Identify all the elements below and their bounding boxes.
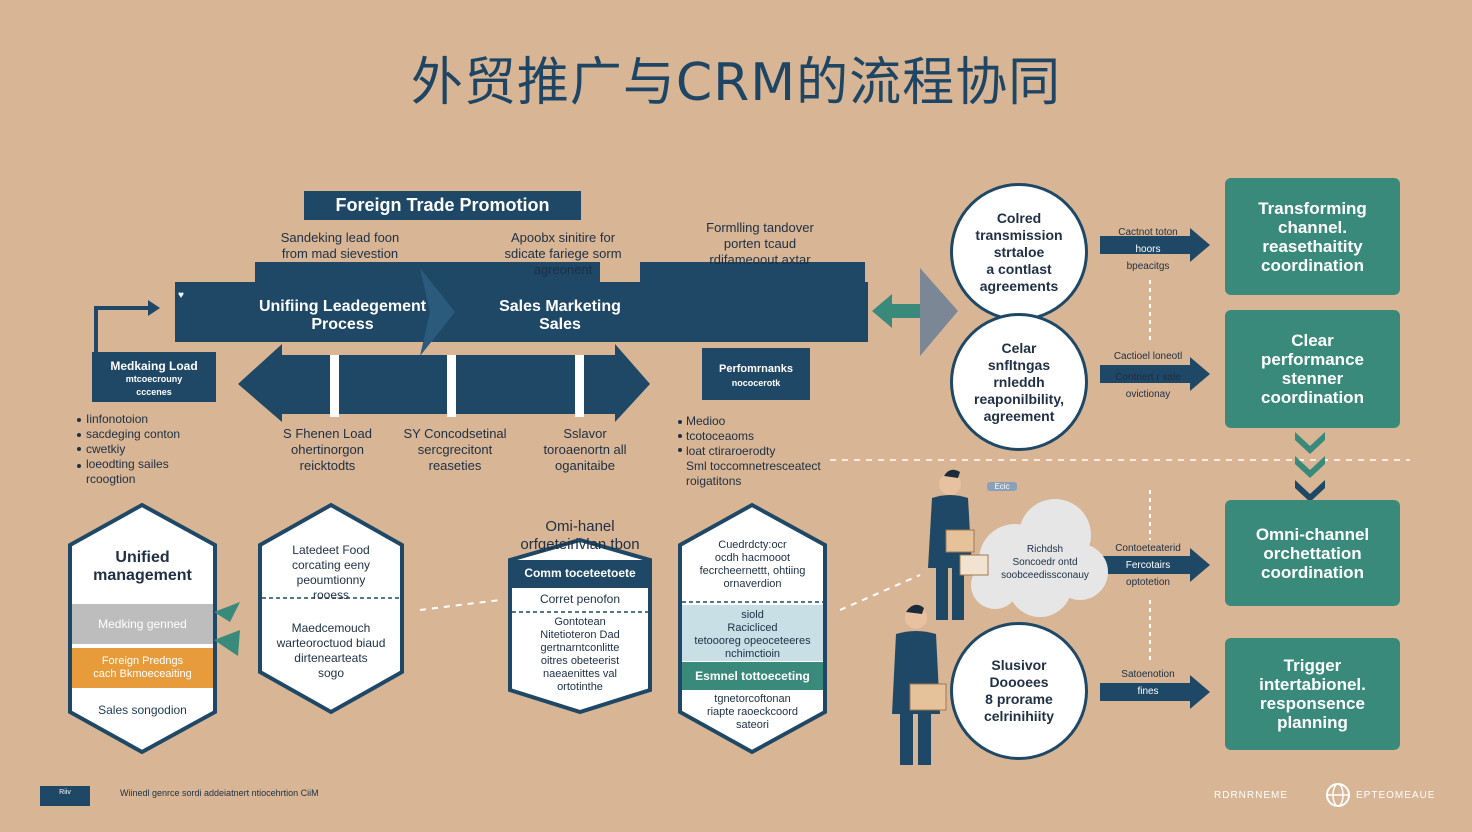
businessman-icon bbox=[892, 604, 947, 765]
chevron-down-icon bbox=[1295, 480, 1325, 502]
arrow-to-box-4 bbox=[1100, 675, 1210, 709]
arrow-to-box-1 bbox=[1100, 228, 1210, 262]
arrow-to-box-3 bbox=[1100, 548, 1210, 582]
hex1-row3: Sales songodion bbox=[98, 703, 187, 717]
divider-1 bbox=[330, 355, 339, 417]
connector-line bbox=[94, 306, 150, 355]
hex1-row1: Medking genned bbox=[98, 617, 187, 631]
chevron-down-icon bbox=[1295, 432, 1325, 454]
sign-board: Ecic bbox=[987, 482, 1017, 491]
green-double-arrow bbox=[872, 294, 920, 328]
businessman-icon bbox=[928, 469, 989, 620]
hex4-band: Esmnel tottoeceting bbox=[695, 669, 810, 683]
divider-3 bbox=[575, 355, 584, 417]
chevron-down-icon bbox=[1295, 456, 1325, 478]
arrow-to-box-2 bbox=[1100, 357, 1210, 391]
divider-2 bbox=[447, 355, 456, 417]
green-leaf-icon bbox=[214, 630, 240, 656]
hex3-header: Comm toceteetoete bbox=[524, 566, 636, 580]
footer-left-text: Wiinedl genrce sordi addeiatnert ntioceh… bbox=[120, 788, 319, 798]
footer-right-text-2: EPTEOMEAUE bbox=[1356, 790, 1436, 801]
small-heart-icon: ♥ bbox=[178, 290, 184, 301]
footer-logo-text: Riiv bbox=[59, 789, 71, 796]
hex3-row1: Corret penofon bbox=[539, 592, 621, 606]
hexagon-2 bbox=[258, 502, 404, 715]
connector-arrowhead bbox=[148, 300, 160, 316]
grey-triangle bbox=[920, 268, 958, 356]
cloud-icon bbox=[971, 499, 1108, 617]
footer-logo bbox=[40, 786, 90, 806]
main-arrow-lower bbox=[238, 344, 650, 422]
main-arrow-upper bbox=[175, 262, 868, 342]
banner-foreign-trade-promotion: Foreign Trade Promotion bbox=[304, 191, 581, 220]
page-title: 外贸推广与CRM的流程协同 bbox=[410, 53, 1062, 113]
footer-right-text-1: RDRNRNEME bbox=[1214, 790, 1288, 801]
main-arrow-chevron bbox=[420, 268, 455, 356]
green-leaf-icon bbox=[214, 602, 240, 622]
hexagon-3-block: Comm toceteetoete Corret penofon Gontote… bbox=[510, 540, 650, 712]
